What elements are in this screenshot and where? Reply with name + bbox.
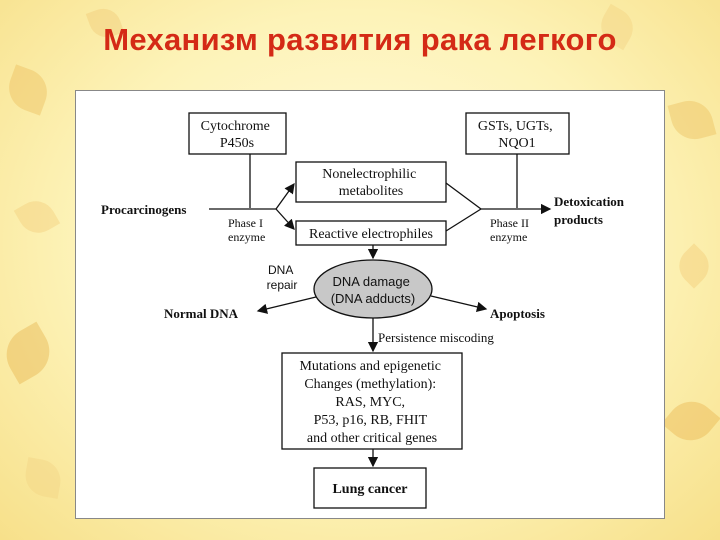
apoptosis-label: Apoptosis (490, 306, 545, 321)
mutations-box (281, 352, 463, 450)
svg-text:Phase II enzyme: Phase II enzyme (490, 216, 532, 244)
reactive-box (295, 220, 447, 246)
nonelectrophilic-label-1: Nonelectrophilic (322, 167, 416, 182)
diagram-panel: Cytochrome P450s GSTs, UGTs, NQO1 Nonele… (75, 90, 665, 519)
phase1-label-2: enzyme (228, 230, 265, 244)
dna-damage-label-2: (DNA adducts) (331, 291, 416, 306)
dna-repair-label-1: DNA (268, 263, 293, 277)
dna-repair-label-2: repair (267, 278, 298, 292)
nonelectrophilic-to-detox (445, 182, 482, 210)
nonelectrophilic-label-2: metabolites (339, 184, 404, 199)
phase2-label-2: enzyme (490, 230, 527, 244)
mutations-label-2: Changes (methylation): (304, 377, 436, 392)
decorative-leaf (671, 243, 717, 289)
mutations-label-5: and other critical genes (307, 431, 437, 446)
decorative-leaf (13, 193, 61, 241)
arrow-to-normal-dna (256, 296, 317, 314)
arrow-to-reactive (275, 208, 295, 230)
nonelectrophilic-box (295, 161, 447, 203)
phase1-label-1: Phase I (228, 216, 263, 230)
decorative-leaf (661, 391, 720, 451)
svg-text:Mutations and epigenetic C: Mutations and epigenetic Changes (methyl… (299, 359, 444, 446)
reactive-label: Reactive electrophiles (309, 227, 433, 242)
svg-text:GSTs, UGTs, NQO1: GSTs, UGTs, NQO1 (478, 119, 556, 151)
mutations-label-3: RAS, MYC, (335, 395, 405, 410)
gsts-box (465, 112, 570, 155)
detox-label-2: products (554, 212, 603, 227)
dna-damage-label-1: DNA damage (333, 274, 410, 289)
decorative-leaf (0, 321, 60, 385)
decorative-leaf (22, 457, 64, 499)
svg-text:Phase I enzyme: Phase I enzyme (228, 216, 266, 244)
lung-cancer-label: Lung cancer (332, 482, 407, 497)
mutations-label-1: Mutations and epigenetic (299, 359, 441, 374)
gsts-label-2: NQO1 (498, 136, 535, 151)
cytochrome-label-2: P450s (220, 136, 254, 151)
svg-text:DNA repair: DNA repair (267, 263, 298, 292)
arrow-to-apoptosis (430, 295, 488, 312)
gsts-label-1: GSTs, UGTs, (478, 119, 553, 134)
decorative-leaf (2, 64, 54, 116)
normal-dna-label: Normal DNA (164, 306, 239, 321)
reactive-to-detox (445, 208, 482, 232)
svg-text:Detoxication products: Detoxication products (554, 194, 627, 227)
lung-cancer-box (313, 467, 427, 509)
decorative-leaf (667, 95, 717, 145)
cytochrome-box (188, 112, 287, 155)
mutations-label-4: P53, p16, RB, FHIT (314, 413, 428, 428)
cytochrome-label-1: Cytochrome (201, 119, 270, 134)
procarcinogens-label: Procarcinogens (101, 202, 186, 217)
phase2-label-1: Phase II (490, 216, 529, 230)
detox-label-1: Detoxication (554, 194, 625, 209)
svg-text:Cytochrome P450s: Cytochrome P450s (201, 119, 274, 151)
persistence-label: Persistence miscoding (378, 330, 494, 345)
slide-title: Механизм развития рака легкого (103, 22, 617, 57)
pathway-diagram: Cytochrome P450s GSTs, UGTs, NQO1 Nonele… (101, 112, 627, 509)
dna-damage-ellipse (313, 259, 433, 319)
svg-text:DNA damage (DNA adducts): DNA damage (DNA adducts) (331, 274, 416, 306)
svg-text:Nonelectrophilic metabolit: Nonelectrophilic metabolites (322, 167, 420, 199)
arrow-to-nonelectrophilic (275, 182, 295, 210)
